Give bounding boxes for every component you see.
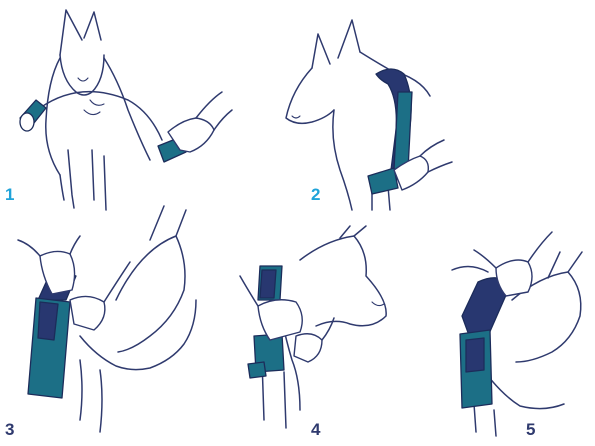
step-4-illustration [240, 226, 386, 428]
step-4-hand-left [258, 300, 302, 340]
step-2-dog-muzzle [286, 68, 334, 123]
step-number-1: 1 [5, 186, 14, 203]
step-1-sleeve-opening [20, 113, 34, 131]
step-4-sleeve-end [248, 362, 266, 378]
step-3-dog-ear [150, 206, 186, 240]
step-1-dog-ear-right [84, 12, 101, 40]
step-2-illustration [286, 20, 452, 210]
step-5-dog-chest [488, 376, 564, 409]
step-2-dog-chest [333, 110, 352, 210]
step-5-arm-left [452, 266, 488, 272]
step-1-fur-marks [84, 100, 104, 115]
step-2-sleeve-end [368, 168, 398, 194]
step-4-strap [260, 270, 276, 298]
step-3-hand-side [70, 296, 105, 330]
step-1-dog-nose [78, 78, 88, 81]
step-5-dog-ear [548, 252, 582, 278]
step-3-dog-head [116, 236, 185, 352]
step-4-hand-right [294, 334, 322, 362]
step-number-5: 5 [526, 421, 535, 438]
step-3-sleeve-panel [38, 302, 58, 340]
step-3-illustration [18, 206, 196, 432]
step-1-dog-chest-left [46, 58, 60, 175]
step-5-illustration [452, 232, 582, 436]
step-1-dog-legs [68, 150, 106, 210]
step-4-dog-head [300, 236, 386, 326]
step-4-dog-nose [372, 302, 384, 306]
step-number-4: 4 [311, 421, 320, 438]
step-1-dog-chest-right [104, 58, 150, 160]
step-5-dog-legs [474, 404, 496, 436]
step-5-sleeve-panel [466, 338, 484, 372]
step-1-dog-head [60, 55, 104, 95]
step-1-strap-line [40, 92, 162, 140]
step-1-dog-leg-left [60, 175, 64, 200]
step-1-illustration [20, 10, 232, 210]
step-2-dog-nose [292, 116, 300, 118]
step-number-3: 3 [5, 421, 14, 438]
step-2-dog-ear-right [338, 20, 360, 58]
step-5-hand [496, 260, 532, 296]
step-3-dog-legs [80, 360, 102, 432]
step-1-dog-ear-left [60, 10, 82, 55]
step-2-dog-ear-left [312, 34, 330, 68]
step-number-2: 2 [311, 186, 320, 203]
